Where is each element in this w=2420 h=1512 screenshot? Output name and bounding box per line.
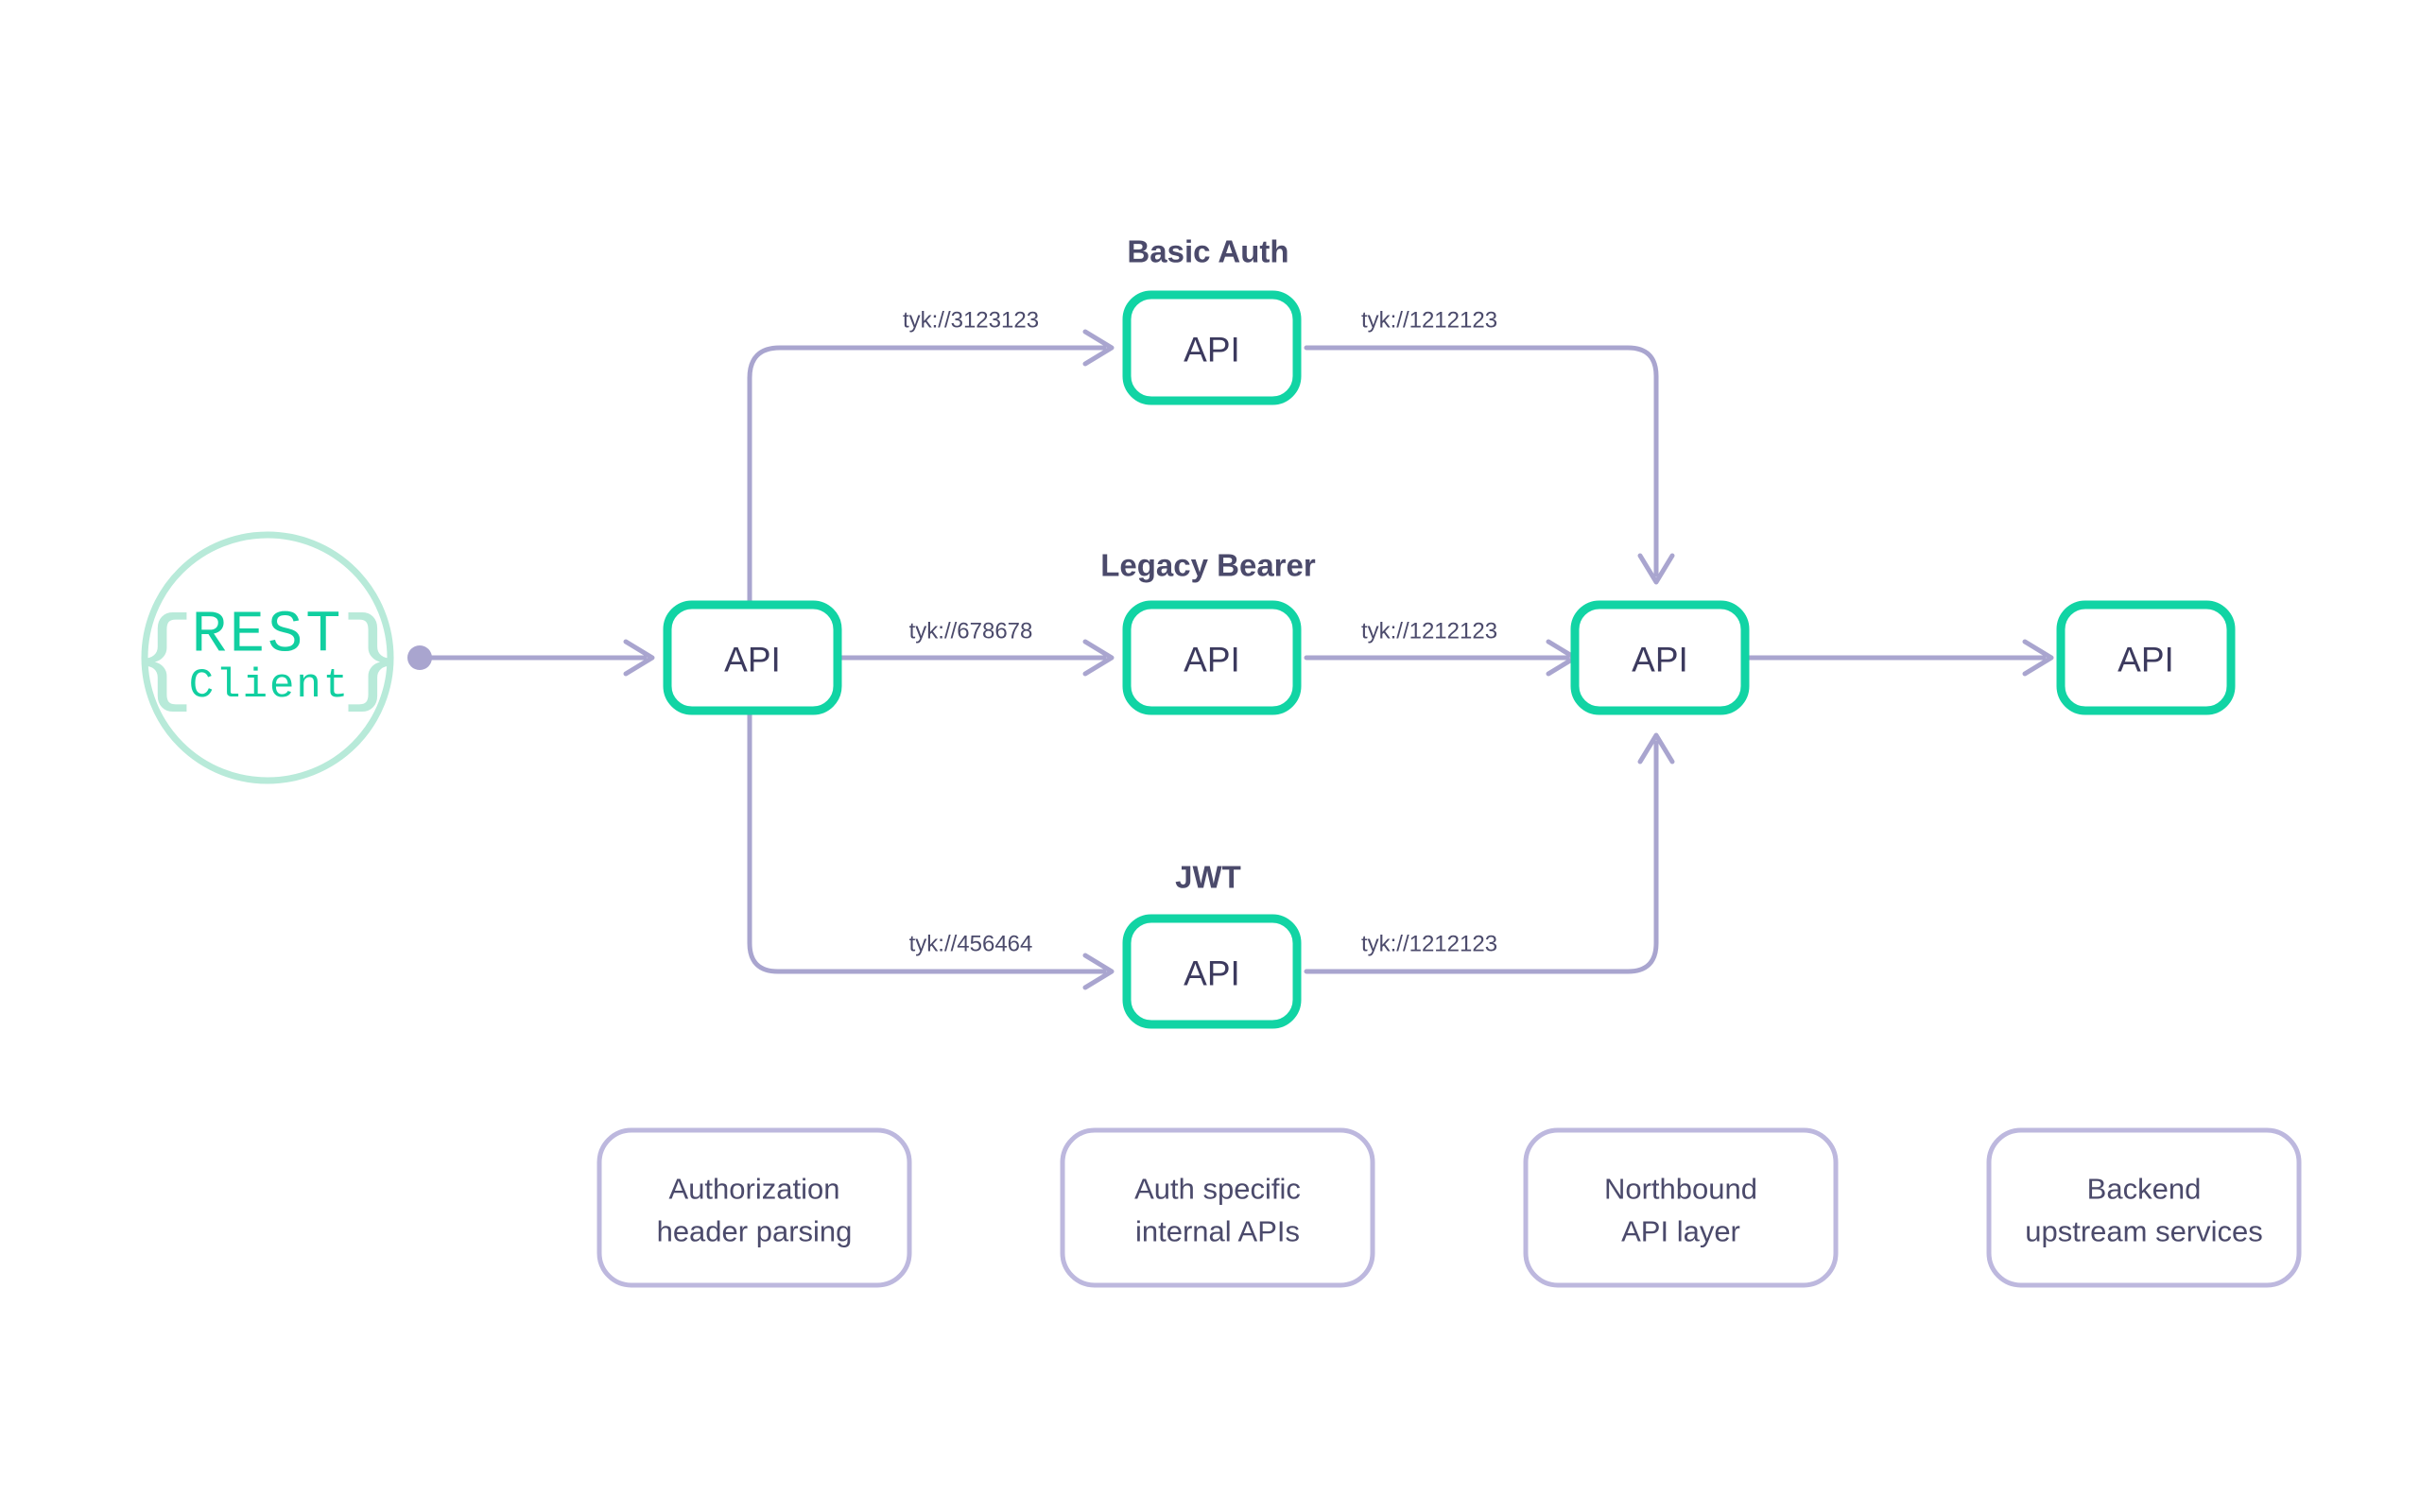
rest-client-brace-right-icon: } — [339, 602, 403, 722]
rest-client-title: REST — [192, 602, 344, 669]
connector-gateway-to-jwt — [747, 708, 1107, 974]
legend-box-northbound-api-layer[interactable]: Northbound API layer — [1523, 1127, 1839, 1288]
api-node-jwt[interactable]: API — [1122, 914, 1302, 1029]
legend-box-4-line2: upstream services — [2025, 1215, 2263, 1248]
rest-client-node[interactable]: { } REST Client — [131, 531, 404, 784]
lane-title-jwt: JWT — [1175, 860, 1241, 895]
legend-box-2-line2: internal APIs — [1135, 1215, 1300, 1248]
legend-box-authorization-header-parsing[interactable]: Authorization header parsing — [596, 1127, 912, 1288]
lane-jwt: JWT tyk://456464 tyk://1212123 API — [909, 860, 1497, 1029]
api-node-jwt-label: API — [1184, 954, 1240, 993]
legend-box-1-frame — [596, 1127, 912, 1288]
api-node-northbound[interactable]: API — [1570, 600, 1750, 715]
edge-label-jwt-out: tyk://1212123 — [1361, 932, 1497, 957]
legend-box-1-line1: Authorization — [669, 1173, 840, 1206]
edge-label-basic-auth-in: tyk://3123123 — [903, 308, 1039, 334]
api-node-northbound-box — [1570, 600, 1750, 715]
connector-gateway-to-basic-auth — [747, 345, 1107, 608]
connector-jwt-to-northbound — [1304, 740, 1659, 974]
api-node-northbound-label: API — [1632, 641, 1688, 679]
legend-box-3-line2: API layer — [1621, 1215, 1740, 1248]
api-node-backend-box — [2056, 600, 2236, 715]
legend-box-1-line2: header parsing — [657, 1215, 853, 1248]
api-node-gateway[interactable]: API — [663, 600, 842, 715]
legend-box-2-line1: Auth specific — [1134, 1173, 1301, 1206]
rest-client-ring — [141, 531, 394, 784]
edge-label-jwt-in: tyk://456464 — [909, 932, 1033, 957]
api-node-legacy-bearer-box — [1122, 600, 1302, 715]
lane-legacy-bearer: Legacy Bearer tyk://678678 tyk://1212123… — [909, 548, 1497, 715]
edge-label-legacy-bearer-out: tyk://1212123 — [1361, 619, 1497, 644]
legend-box-4-frame — [1986, 1127, 2302, 1288]
legend-box-2-frame — [1060, 1127, 1375, 1288]
arrowhead-gateway-to-legacy-bearer — [1082, 639, 1115, 677]
api-node-legacy-bearer[interactable]: API — [1122, 600, 1302, 715]
api-node-backend-label: API — [2118, 641, 2174, 679]
rest-client-brace-left-icon: { — [131, 602, 195, 722]
arrowhead-northbound-to-backend — [2022, 639, 2054, 677]
arrowhead-gateway-to-jwt — [1082, 953, 1115, 990]
arrowhead-basic-auth-to-northbound — [1637, 553, 1675, 585]
lane-basic-auth: Basic Auth tyk://3123123 tyk://1212123 A… — [903, 234, 1497, 405]
arrowhead-jwt-to-northbound — [1637, 732, 1675, 765]
connector-basic-auth-to-northbound — [1304, 345, 1659, 577]
api-node-gateway-box — [663, 600, 842, 715]
legend-box-4-line1: Backend — [2087, 1173, 2202, 1206]
client-connector-dot — [407, 645, 432, 670]
lane-title-legacy-bearer: Legacy Bearer — [1100, 548, 1316, 583]
legend-box-backend-upstream-services[interactable]: Backend upstream services — [1986, 1127, 2302, 1288]
lane-title-basic-auth: Basic Auth — [1127, 234, 1288, 269]
api-node-backend[interactable]: API — [2056, 600, 2236, 715]
api-node-legacy-bearer-label: API — [1184, 641, 1240, 679]
edge-label-legacy-bearer-in: tyk://678678 — [909, 619, 1033, 644]
legend-box-3-frame — [1523, 1127, 1839, 1288]
arrowhead-client-to-gateway — [623, 639, 655, 677]
arrowhead-gateway-to-basic-auth — [1082, 329, 1115, 367]
legend-row: Authorization header parsing Auth specif… — [596, 1127, 2302, 1288]
api-node-basic-auth-label: API — [1184, 331, 1240, 369]
api-node-basic-auth[interactable]: API — [1122, 290, 1302, 405]
connector-layer — [407, 329, 2054, 990]
rest-client-subtitle: Client — [189, 662, 350, 710]
api-node-gateway-label: API — [724, 641, 781, 679]
api-node-jwt-box — [1122, 914, 1302, 1029]
edge-label-basic-auth-out: tyk://1212123 — [1361, 308, 1497, 334]
legend-box-auth-specific-internal-apis[interactable]: Auth specific internal APIs — [1060, 1127, 1375, 1288]
api-node-basic-auth-box — [1122, 290, 1302, 405]
legend-box-3-line1: Northbound — [1604, 1173, 1757, 1206]
